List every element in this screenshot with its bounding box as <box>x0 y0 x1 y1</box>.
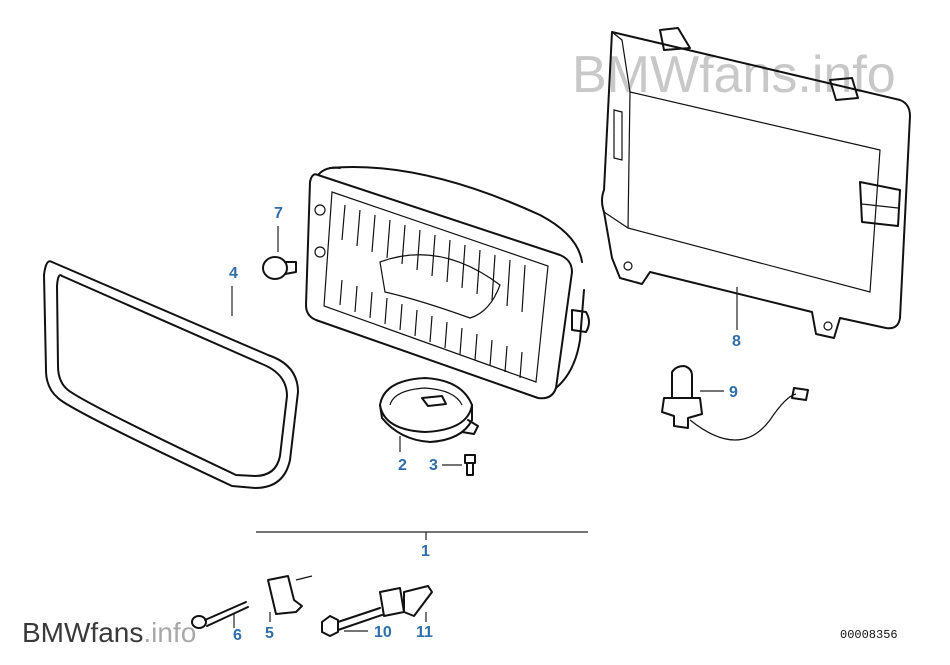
bracket-ring-drawing <box>379 377 479 443</box>
callout-8: 8 <box>732 333 741 350</box>
bolt-and-nut-drawing <box>321 585 433 637</box>
gasket-drawing <box>43 260 299 489</box>
watermark-bottom: BMWfans.info <box>22 617 196 648</box>
callout-10: 10 <box>374 624 392 641</box>
leader-lines <box>231 226 738 632</box>
screw-and-clip-drawing <box>191 575 313 629</box>
callout-2: 2 <box>398 457 407 474</box>
callout-4: 4 <box>229 265 238 282</box>
callout-7: 7 <box>274 205 283 222</box>
bulb-drawing <box>661 365 809 441</box>
callout-1: 1 <box>421 543 430 560</box>
callout-3: 3 <box>429 457 438 474</box>
callout-11: 11 <box>416 624 433 641</box>
fog-light-drawing <box>305 165 590 400</box>
callout-9: 9 <box>729 384 738 401</box>
cap-drawing <box>262 256 297 280</box>
callout-5: 5 <box>265 625 274 642</box>
callout-6: 6 <box>233 627 242 644</box>
mounting-frame-drawing <box>601 27 911 339</box>
screw-drawing <box>464 454 476 476</box>
watermark-top: BMWfans.info <box>572 46 896 104</box>
diagram-id: 00008356 <box>840 628 898 642</box>
